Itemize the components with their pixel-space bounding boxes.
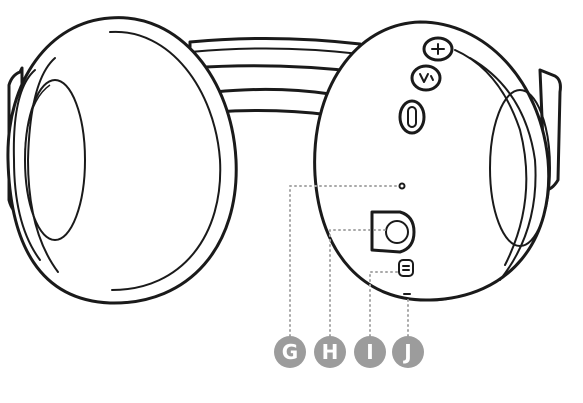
power-button[interactable] [398,99,426,135]
callout-j: J [392,336,424,368]
callout-i-label: I [366,340,373,364]
audio-jack[interactable] [370,210,416,254]
callout-g: G [274,336,306,368]
leader-lines [289,185,409,347]
callout-h-label: H [322,340,339,364]
left-earcup [6,16,238,305]
bluetooth-plus-button[interactable] [422,36,454,62]
callout-j-label: J [402,340,411,364]
voice-assistant-button[interactable] [410,64,442,92]
callout-i: I [354,336,386,368]
headband [188,36,362,117]
callout-h: H [314,336,346,368]
usb-port[interactable] [398,259,414,277]
right-earcup [313,20,562,302]
microphone [398,182,406,190]
callout-g-label: G [282,340,298,364]
